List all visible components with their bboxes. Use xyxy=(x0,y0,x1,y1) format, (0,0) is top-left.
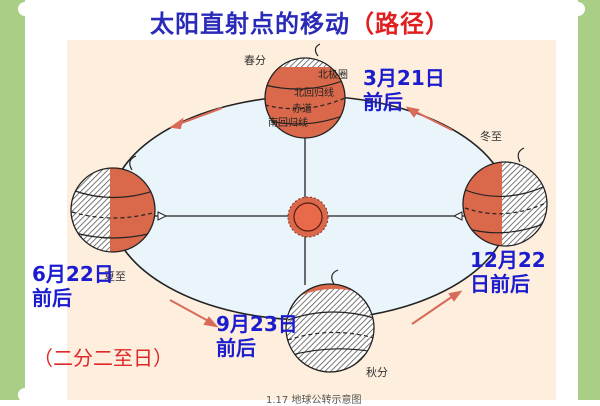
date-winter: 12月22 日前后 xyxy=(470,248,546,296)
svg-text:南回归线: 南回归线 xyxy=(268,116,308,129)
term-summer: 夏至 xyxy=(104,270,126,283)
left-green-border xyxy=(0,0,25,400)
frame-notch xyxy=(571,2,585,16)
term-winter: 冬至 xyxy=(480,130,502,143)
title-main: 太阳直射点的移动 xyxy=(150,10,350,38)
frame-notch xyxy=(18,388,32,402)
svg-text:北极圈: 北极圈 xyxy=(318,68,348,81)
term-autumn: 秋分 xyxy=(366,366,388,379)
date-spring: 3月21日 前后 xyxy=(363,66,445,114)
globe-spring: 北极圈 北回归线 赤道 南回归线 xyxy=(264,43,348,139)
date-autumn: 9月23日 前后 xyxy=(216,312,298,360)
svg-text:北回归线: 北回归线 xyxy=(294,86,334,99)
right-green-border xyxy=(578,0,600,400)
svg-text:赤道: 赤道 xyxy=(292,102,312,115)
date-summer: 6月22日 前后 xyxy=(32,262,114,310)
page-title: 太阳直射点的移动（路径） xyxy=(0,4,600,39)
title-sub: （路径） xyxy=(350,10,450,38)
globe-winter xyxy=(462,147,548,247)
solstice-equinox-note: （二分二至日） xyxy=(33,346,173,370)
term-spring: 春分 xyxy=(244,54,266,67)
sun-icon xyxy=(287,196,329,238)
globe-autumn xyxy=(285,269,375,373)
figure-caption: 1.17 地球公转示意图 xyxy=(266,395,362,406)
orbit-direction-arrows xyxy=(169,106,463,328)
frame-notch xyxy=(18,2,32,16)
